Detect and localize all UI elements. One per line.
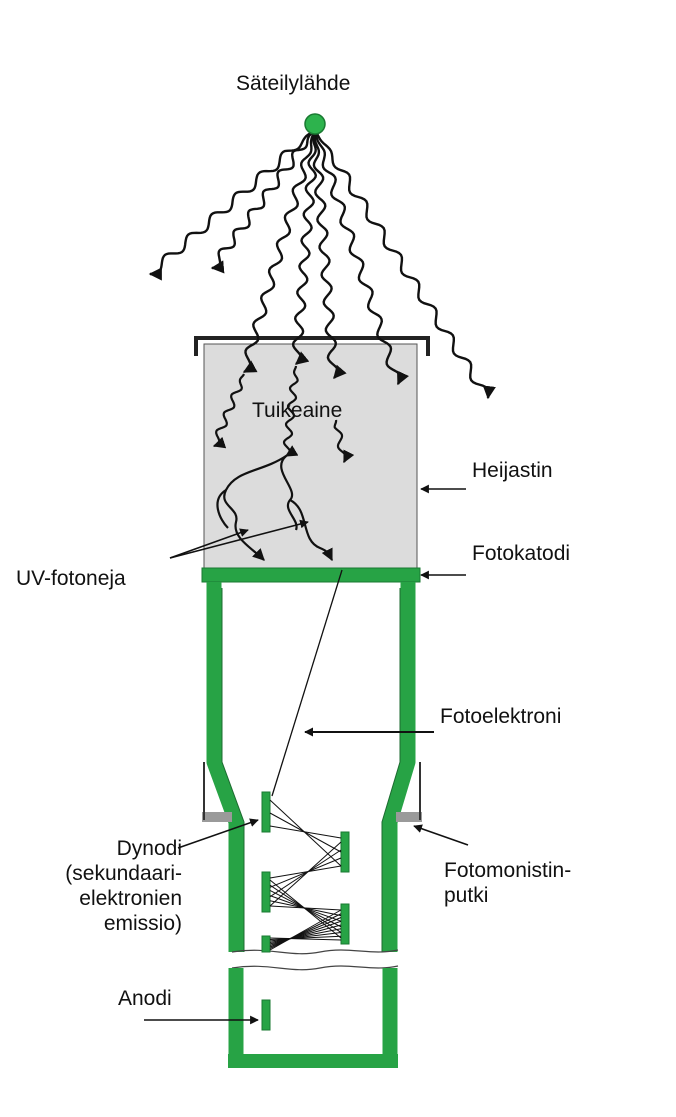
- label-dynode-line-2: (sekundaari-: [65, 862, 182, 885]
- electron-path: [269, 928, 342, 943]
- electron-path: [269, 937, 342, 941]
- label-dynode: Dynodi (sekundaari- elektronien emissio): [10, 836, 182, 936]
- wavy-arrow-icon: [148, 129, 316, 281]
- tube-wall-right: [382, 582, 416, 952]
- label-dynode-line-1: Dynodi: [116, 837, 182, 860]
- scintillator-crystal: [203, 343, 418, 571]
- electron-path: [269, 865, 342, 879]
- electron-path: [269, 917, 342, 948]
- electron-path: [269, 841, 342, 907]
- uv-photon-paths: [212, 365, 355, 562]
- label-pointers: [144, 484, 469, 1025]
- photon-scatter-path: [212, 373, 245, 449]
- photon-scatter-path: [223, 455, 287, 561]
- electron-path: [269, 909, 342, 951]
- electron-path: [269, 935, 342, 940]
- electron-path: [269, 905, 342, 911]
- photoelectron-path: [271, 569, 343, 797]
- electron-path: [269, 857, 342, 888]
- dynode-4: [340, 903, 350, 945]
- tube-base: [228, 1054, 398, 1068]
- photocathode-band: [201, 567, 421, 583]
- electron-path: [269, 913, 342, 949]
- photomultiplier-tube: [201, 567, 422, 1068]
- wavy-arrow-icon: [313, 129, 409, 386]
- label-uv-photons: UV-fotoneja: [16, 567, 126, 590]
- wavy-arrow-icon: [210, 129, 316, 274]
- wavy-arrow-icon: [291, 129, 318, 365]
- label-dynode-line-4: emissio): [103, 912, 182, 935]
- label-photocathode: Fotokatodi: [472, 542, 571, 565]
- dynode-2: [340, 831, 350, 873]
- label-source: Säteilylähde: [236, 72, 351, 95]
- label-pmt-line-1: Fotomonistin-: [444, 859, 572, 882]
- electron-path: [269, 932, 342, 942]
- label-photoelectron: Fotoelektroni: [440, 705, 562, 728]
- electron-path: [269, 849, 342, 898]
- label-reflector: Heijastin: [472, 459, 553, 482]
- label-scintillator: Tuikeaine: [252, 399, 343, 422]
- reflector-cap: [194, 336, 430, 356]
- dynode-5: [261, 935, 271, 953]
- photon-scatter-path: [282, 365, 299, 457]
- tube-break-bottom: [231, 965, 399, 971]
- electron-path: [269, 924, 342, 945]
- wavy-arrow-icon: [312, 129, 347, 379]
- wavy-arrow-icon: [313, 129, 496, 400]
- anode: [261, 999, 271, 1031]
- secondary-electron-paths: [269, 799, 342, 951]
- radiation-rays: [148, 129, 496, 400]
- label-dynode-line-3: elektronien: [79, 887, 182, 910]
- label-pmt-line-2: putki: [444, 884, 489, 907]
- photon-scatter-path: [289, 499, 333, 562]
- dynode-3: [261, 871, 271, 913]
- tube-break-top: [231, 949, 399, 955]
- label-anode: Anodi: [118, 987, 172, 1010]
- neck-shield-left: [202, 812, 232, 822]
- photon-scatter-path: [216, 489, 229, 529]
- electron-path: [269, 825, 342, 839]
- photon-scatter-path: [333, 419, 355, 464]
- electron-path: [269, 920, 342, 946]
- dynode-1: [261, 791, 271, 833]
- source-dot-icon: [304, 113, 326, 135]
- wavy-arrow-icon: [242, 129, 317, 374]
- label-pmt: Fotomonistin- putki: [444, 858, 571, 908]
- tube-wall-left: [206, 582, 244, 952]
- neck-shield-right: [396, 812, 422, 822]
